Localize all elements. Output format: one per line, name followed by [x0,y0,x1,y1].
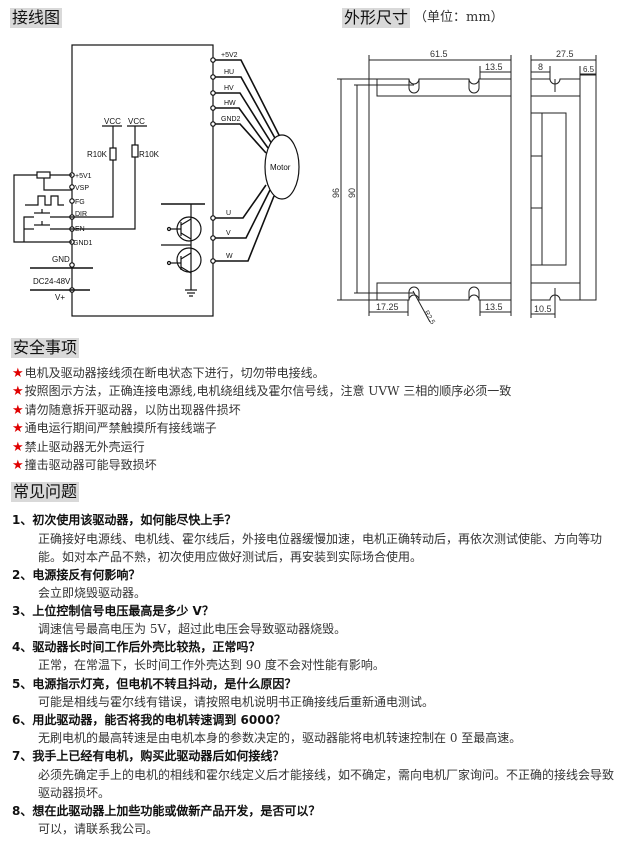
vplus-label: V+ [55,293,65,302]
vcc-label: VCC [104,117,121,126]
dim-side-flange: 6.5 [583,65,595,74]
dimensions-title: 外形尺寸 [342,8,411,28]
safety-item: ★通电运行期间严禁触摸所有接线端子 [12,421,217,436]
pin-label: DIR [75,211,87,218]
vcc-label: VCC [128,117,145,126]
safety-item: ★撞击驱动器可能导致损坏 [12,458,157,473]
motor-label: Motor [270,163,291,172]
faq-question: 3、上位控制信号电压最高是多少 V？ [12,604,214,618]
faq-question: 5、电源指示灯亮，但电机不转且抖动，是什么原因？ [12,677,297,691]
front-view [368,78,512,301]
faq-answer: 必须先确定手上的电机的相线和霍尔线定义后才能接线，如不确定，需向电机厂家询问。不… [38,768,615,800]
dim-side-bottom: 10.5 [534,304,552,314]
faq-answer: 正确接好电源线、电机线、霍尔线后，外接电位器缓慢加速，电机正确转动后，再依次测试… [38,532,603,564]
faq-answer: 调速信号最高电压为 5V，超过此电压会导致驱动器烧毁。 [38,622,347,636]
star-icon: ★ [12,421,24,436]
hall-wires [213,59,281,262]
pin-label: HV [224,85,234,92]
pin-label: VSP [75,185,89,192]
star-icon: ★ [12,403,24,418]
resistor-label: R10K [139,150,160,159]
dim-depth: 27.5 [556,49,574,59]
safety-title: 安全事项 [11,338,80,358]
faq-answer: 会立即烧毁驱动器。 [38,586,147,600]
safety-item: ★请勿随意拆开驱动器，以防出现器件损坏 [12,403,241,418]
faq-question: 4、驱动器长时间工作后外壳比较热，正常吗？ [12,640,261,654]
faq-answer: 无刷电机的最高转速是由电机本身的参数决定的，驱动器能将电机转速控制在 0 至最高… [38,731,522,745]
pin-label: V [226,230,231,237]
pin-label: +5V1 [75,173,92,180]
dim-slot-bottom: 13.5 [485,302,503,312]
ground-icon [185,289,197,297]
safety-item: ★电机及驱动器接线须在断电状态下进行，切勿带电接线。 [12,366,325,381]
safety-item: ★禁止驱动器无外壳运行 [12,440,145,455]
star-icon: ★ [12,366,24,381]
faq-answer: 可能是相线与霍尔线有错误，请按照电机说明书正确接线后重新通电测试。 [38,695,435,709]
dim-radius: R2.5 [422,310,436,326]
faq-title: 常见问题 [11,482,80,502]
pin-label: HW [224,100,236,107]
driver-box [71,44,214,317]
dimensions-unit: （单位：mm） [414,10,504,25]
safety-item: ★按照图示方法，正确连接电源线,电机绕组线及霍尔信号线，注意 UVW 三相的顺序… [12,384,512,399]
dim-bottom-left: 17.25 [376,302,399,312]
dimension-drawing: 61.5 13.5 96 90 17.25 13.5 R2.5 27.5 8 6… [331,49,597,326]
faq-question: 8、想在此驱动器上加些功能或做新产品开发，是否可以？ [12,804,321,818]
faq-question: 7、我手上已经有电机，购买此驱动器后如何接线？ [12,749,285,763]
pin-label: U [226,210,231,217]
faq-question: 1、初次使用该驱动器，如何能尽快上手？ [12,513,237,527]
dim-height-inner: 90 [347,188,357,198]
pin-label: HU [224,69,234,76]
pin-label: +5V2 [221,52,238,59]
pin-label: W [226,253,233,260]
supply-label: DC24-48V [33,277,71,286]
faq-answer: 正常，在常温下，长时间工作外壳达到 90 度不会对性能有影响。 [38,658,385,672]
side-view [530,78,581,301]
resistor-label: R10K [87,150,108,159]
faq-answer: 可以，请联系我公司。 [38,822,159,836]
wiring-diagram: Motor +5V2 HU HV HW GND2 U V W +5V1 VSP … [13,44,300,317]
pin-label: GND1 [73,240,93,247]
pin-label: FG [75,199,85,206]
star-icon: ★ [12,458,24,473]
faq-question: 6、用此驱动器，能否将我的电机转速调到 6000？ [12,713,286,727]
gnd-label: GND [52,255,70,264]
dim-width: 61.5 [430,49,448,59]
motor [264,134,300,200]
star-icon: ★ [12,384,24,399]
dim-slot-top: 13.5 [485,62,503,72]
pin-label: GND2 [221,116,241,123]
dim-height-outer: 96 [331,188,341,198]
star-icon: ★ [12,440,24,455]
dim-side-slot: 8 [538,62,543,72]
faq-question: 2、电源接反有何影响？ [12,568,141,582]
wiring-diagram-title: 接线图 [10,8,63,28]
fg-waveform [25,195,64,206]
